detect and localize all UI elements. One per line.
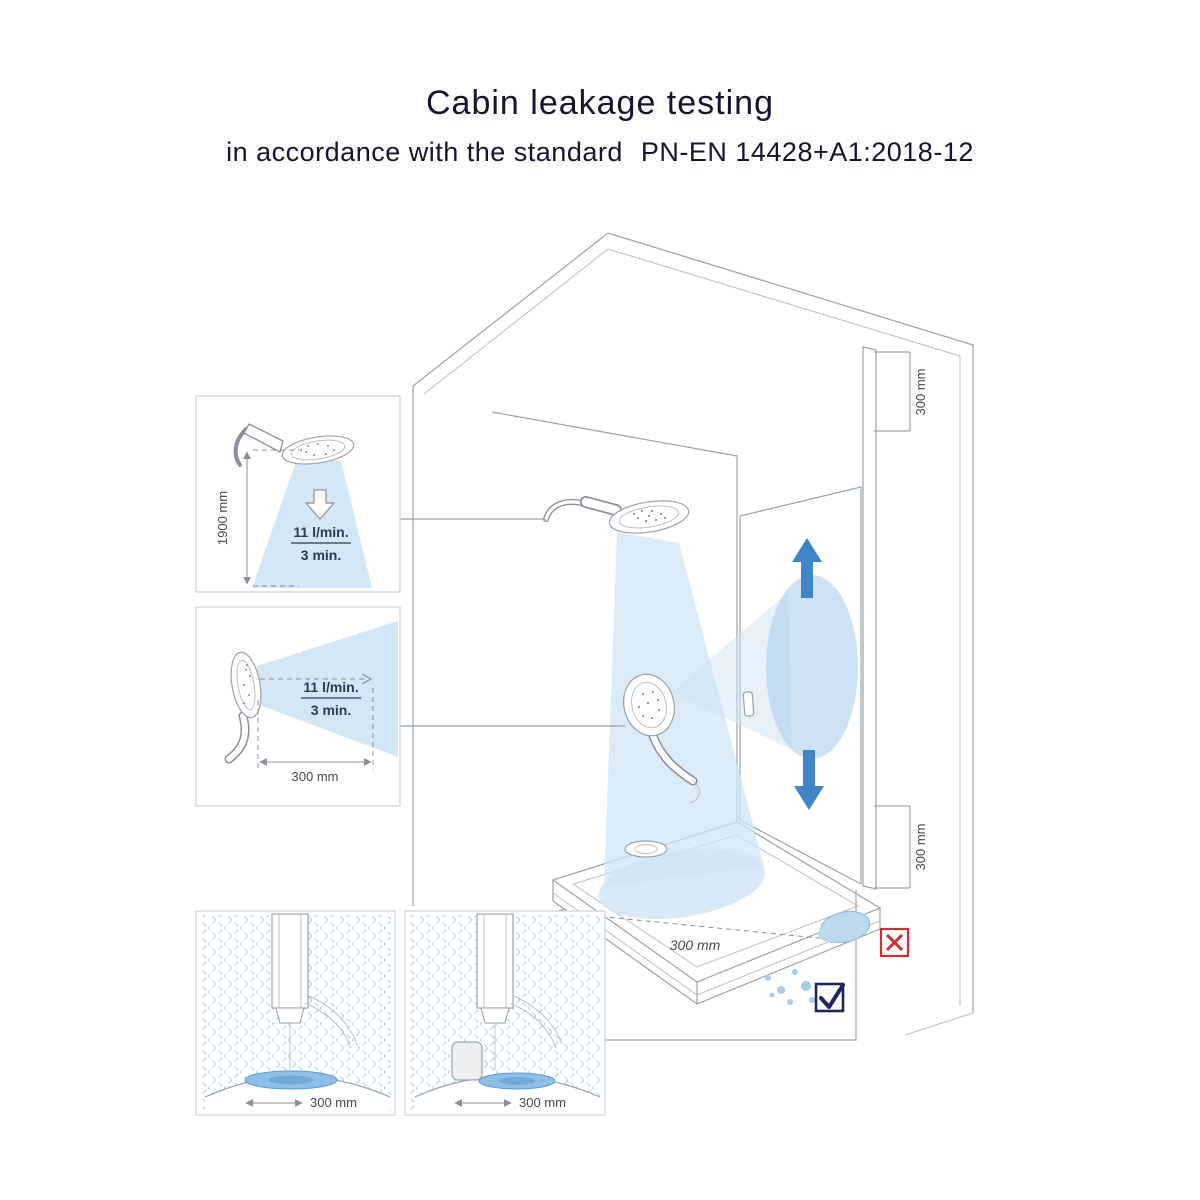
shower-face-dots bbox=[243, 664, 251, 704]
arrow-up-icon bbox=[792, 538, 822, 598]
down-arrow-icon bbox=[305, 489, 335, 520]
check-icon bbox=[819, 983, 845, 1009]
bottom-seal bbox=[275, 1007, 305, 1024]
inset-horizontal-spray: 11 l/min. 3 min. 300 mm bbox=[195, 606, 401, 807]
room-walls bbox=[412, 232, 974, 1036]
fail-mark bbox=[879, 927, 910, 958]
door-profile bbox=[271, 913, 309, 1009]
inset-seal-detail-left: 300 mm bbox=[195, 910, 396, 1116]
inset-vertical-spray: 11 l/min. 3 min. 1900 mm bbox=[195, 395, 401, 593]
page-header: Cabin leakage testing in accordance with… bbox=[0, 84, 1200, 168]
sponge-block bbox=[451, 1041, 483, 1081]
shower-hose bbox=[233, 427, 248, 467]
flow-rate-label: 11 l/min. bbox=[303, 679, 358, 695]
spray-horizontal bbox=[672, 575, 858, 759]
wall-profile bbox=[862, 346, 877, 890]
shower-face-dots bbox=[300, 443, 335, 456]
shower-face-dots bbox=[637, 690, 661, 720]
duration-label: 3 min. bbox=[301, 547, 341, 563]
page-title: Cabin leakage testing bbox=[425, 84, 774, 122]
seal-distance-label: 300 mm bbox=[519, 1095, 566, 1110]
leak-splash bbox=[818, 910, 871, 944]
water-droplets bbox=[765, 969, 815, 1005]
door-motion-arrows bbox=[792, 538, 824, 810]
cross-icon bbox=[885, 933, 904, 952]
shower-handle bbox=[243, 423, 284, 453]
door-top-zone-dimension: 300 mm bbox=[874, 351, 928, 432]
height-dim-label: 1900 mm bbox=[215, 491, 230, 545]
door-bottom-zone-label: 300 mm bbox=[913, 824, 928, 871]
hand-shower-lower bbox=[623, 673, 700, 804]
standard-code: PN-EN 14428+A1:2018-12 bbox=[640, 137, 974, 167]
deflector-seal bbox=[304, 994, 358, 1049]
pass-mark bbox=[814, 982, 845, 1013]
tray-span-label: 300 mm bbox=[670, 937, 721, 953]
door-profile bbox=[476, 913, 514, 1009]
spray-vertical bbox=[598, 532, 766, 920]
spray-direction-arrow-icon bbox=[361, 673, 373, 685]
door-top-zone-label: 300 mm bbox=[913, 369, 928, 416]
seal-distance-label: 300 mm bbox=[310, 1095, 357, 1110]
leader-lines bbox=[400, 518, 857, 1041]
door-handle bbox=[742, 691, 755, 717]
deflector-seal bbox=[509, 994, 563, 1049]
arrow-down-icon bbox=[794, 750, 824, 810]
page-subtitle: in accordance with the standard PN-EN 14… bbox=[0, 137, 1200, 168]
tray-drain-icon bbox=[624, 840, 668, 858]
distance-dim-label: 300 mm bbox=[292, 769, 339, 784]
shower-face-dots bbox=[632, 509, 667, 523]
hand-shower-upper bbox=[543, 496, 690, 534]
flow-rate-label: 11 l/min. bbox=[293, 524, 348, 540]
bottom-seal bbox=[480, 1007, 510, 1024]
door-test-zone bbox=[766, 575, 858, 759]
duration-label: 3 min. bbox=[311, 702, 351, 718]
subtitle-text: in accordance with the standard bbox=[226, 137, 623, 167]
door-bottom-zone-dimension: 300 mm bbox=[874, 805, 928, 889]
inset-seal-detail-right: 300 mm bbox=[404, 910, 606, 1116]
